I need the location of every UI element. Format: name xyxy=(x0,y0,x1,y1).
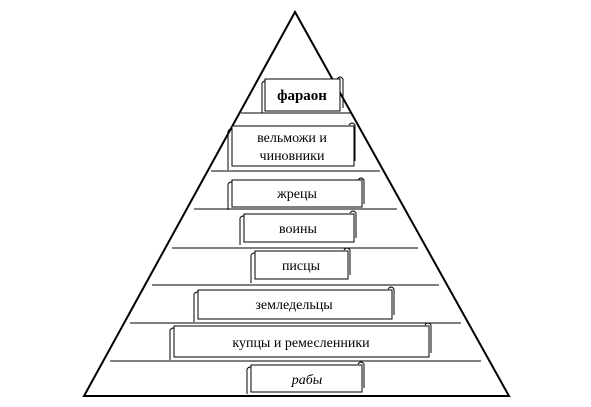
scroll-banner xyxy=(254,250,349,280)
scroll-banner xyxy=(250,364,363,393)
scroll-curl xyxy=(343,247,351,275)
scroll-curl xyxy=(348,122,356,161)
scroll-banner xyxy=(231,125,355,167)
scroll-banner xyxy=(197,289,393,320)
pyramid-outline xyxy=(82,9,511,397)
level-pharaoh: фараон xyxy=(261,76,344,113)
scroll-curl xyxy=(349,210,357,238)
level-farmers: земледельцы xyxy=(193,286,395,322)
scroll-banner xyxy=(173,325,430,358)
level-label: купцы и ремесленники xyxy=(232,336,370,351)
level-slaves: рабы xyxy=(246,361,365,394)
scroll-curl xyxy=(357,361,365,388)
level-warriors: воины xyxy=(239,210,357,245)
level-label: вельможи и xyxy=(257,131,327,146)
level-merchants: купцы и ремесленники xyxy=(169,322,432,360)
level-label: чиновники xyxy=(260,149,325,164)
scroll-curl xyxy=(357,177,365,204)
level-label: фараон xyxy=(277,88,327,104)
scroll-banner xyxy=(231,179,363,208)
level-nobles: вельможи и чиновники xyxy=(227,122,356,170)
level-label: жрецы xyxy=(276,187,317,202)
level-label: писцы xyxy=(282,259,321,274)
scroll-curl xyxy=(424,322,432,353)
level-priests: жрецы xyxy=(227,177,365,210)
scroll-banner xyxy=(264,78,341,112)
level-label: рабы xyxy=(291,373,323,388)
scroll-banner xyxy=(243,213,355,243)
scroll-curl xyxy=(387,286,395,315)
level-label: воины xyxy=(279,222,317,237)
level-label: земледельцы xyxy=(255,298,333,313)
level-scribes: писцы xyxy=(250,247,351,283)
scroll-curl xyxy=(336,76,344,108)
